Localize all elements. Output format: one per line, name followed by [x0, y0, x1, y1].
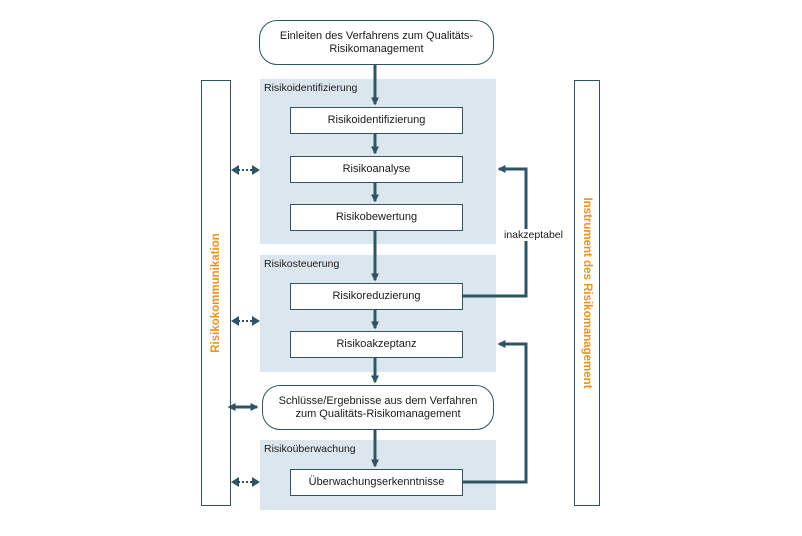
- conclusions-box: Schlüsse/Ergebnisse aus dem Verfahren zu…: [262, 385, 494, 430]
- step-risk-analysis-label: Risikoanalyse: [342, 163, 411, 175]
- risk-monitoring-panel-title: Risikoüberwachung: [264, 443, 356, 455]
- unacceptable-label: inakzeptabel: [502, 229, 565, 241]
- step-risk-identification: Risikoidentifizierung: [290, 107, 463, 134]
- risk-communication-label: Risikokommunikation: [210, 233, 222, 353]
- risk-communication-sidebar: [201, 80, 231, 506]
- step-risk-evaluation-label: Risikobewertung: [335, 211, 418, 223]
- step-risk-acceptance-label: Risikoakzeptanz: [336, 338, 417, 350]
- step-risk-evaluation: Risikobewertung: [290, 204, 463, 231]
- step-risk-identification-label: Risikoidentifizierung: [327, 114, 426, 126]
- risk-identification-panel-title: Risikoidentifizierung: [264, 82, 358, 94]
- step-risk-analysis: Risikoanalyse: [290, 156, 463, 183]
- step-risk-reduction: Risikoreduzierung: [290, 283, 463, 310]
- conclusions-text: Schlüsse/Ergebnisse aus dem Verfahren zu…: [278, 394, 478, 420]
- risk-management-tools-sidebar: [574, 80, 600, 506]
- initiate-process-box: Einleiten des Verfahrens zum Qualitäts- …: [259, 20, 494, 65]
- initiate-process-text: Einleiten des Verfahrens zum Qualitäts- …: [279, 29, 474, 55]
- risk-management-tools-label: Instrument des Risikomanagement: [581, 197, 593, 389]
- step-monitoring-findings: Überwachungserkenntnisse: [290, 469, 463, 496]
- step-risk-reduction-label: Risikoreduzierung: [332, 290, 421, 302]
- step-risk-acceptance: Risikoakzeptanz: [290, 331, 463, 358]
- risk-control-panel-title: Risikosteuerung: [264, 258, 340, 270]
- step-monitoring-findings-label: Überwachungserkenntnisse: [308, 476, 445, 488]
